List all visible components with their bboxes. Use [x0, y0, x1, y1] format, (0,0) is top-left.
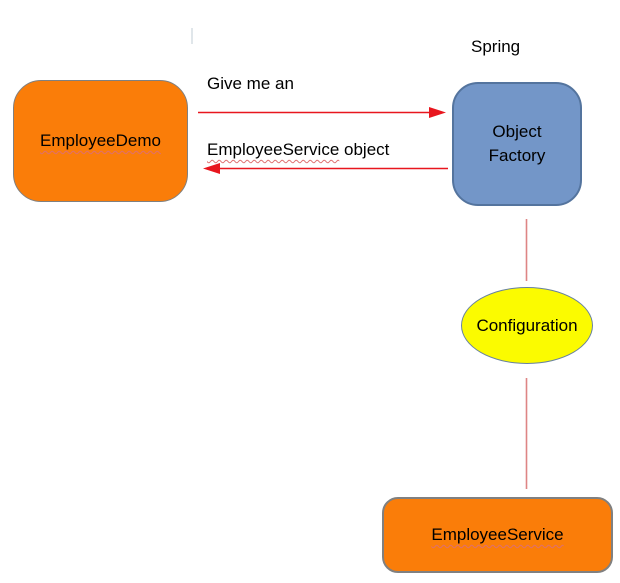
configuration-label: Configuration — [476, 315, 578, 335]
message-annotation-misspelled-word: EmployeeService — [207, 140, 340, 159]
text-frame-edge — [191, 28, 193, 44]
message-annotation-rest: object — [339, 140, 390, 159]
employee-demo-label: EmployeeDemo — [40, 131, 161, 150]
employee-service-label: EmployeeService — [431, 525, 564, 544]
message-annotation-line1: Give me an — [207, 74, 294, 93]
employee-service-node[interactable]: EmployeeService — [382, 497, 613, 573]
employee-demo-node[interactable]: EmployeeDemo — [13, 80, 188, 202]
object-factory-label: Object Factory — [488, 122, 546, 165]
message-annotation: Give me an EmployeeService object — [207, 29, 389, 205]
configuration-node[interactable]: Configuration — [461, 287, 593, 364]
object-factory-node[interactable]: Object Factory — [452, 82, 582, 206]
message-annotation-line2: EmployeeService object — [207, 139, 389, 161]
spring-caption: Spring — [471, 37, 521, 56]
